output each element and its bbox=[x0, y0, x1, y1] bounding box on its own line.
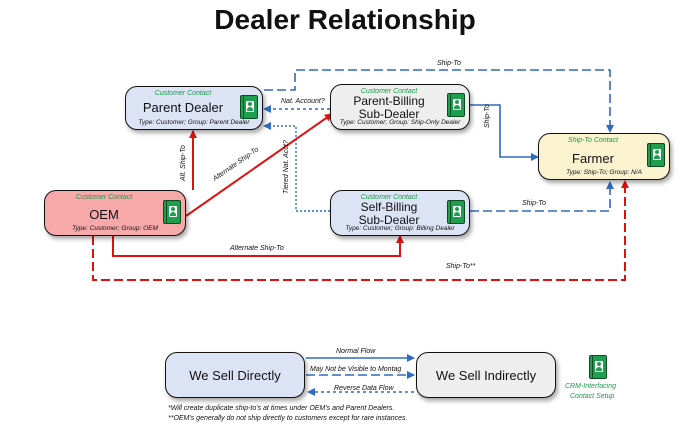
footnote-1: *Will create duplicate ship-to's at time… bbox=[168, 405, 395, 412]
node-name-line2: Sub-Dealer bbox=[358, 107, 420, 121]
contact-book-icon bbox=[240, 95, 258, 119]
edge-label-alt-ship-to-vert: Alt. Ship-To bbox=[180, 145, 187, 181]
node-tag: Customer Contact bbox=[360, 194, 418, 201]
edge-label-tiered-nat-acct: Tiered Nat. Acct? bbox=[283, 140, 290, 194]
node-parent-dealer: Customer Contact Parent Dealer Type: Cus… bbox=[125, 86, 263, 130]
node-oem: Customer Contact OEM Type: Customer; Gro… bbox=[44, 190, 186, 236]
edge-oem-to-selfbilling bbox=[112, 235, 404, 257]
edge-oem-to-farmer bbox=[92, 180, 629, 281]
edge-tiered-nat-acct bbox=[263, 122, 330, 212]
edge-label-alternate-ship-to-bottom: Alternate Ship-To bbox=[230, 245, 284, 252]
node-tag: Customer Contact bbox=[75, 194, 133, 201]
node-farmer: Ship-To Contact Farmer Type: Ship-To; Gr… bbox=[538, 133, 670, 180]
edge-oem-to-parentbilling bbox=[185, 113, 333, 217]
node-name-line2: Sub-Dealer bbox=[358, 213, 420, 227]
node-self-billing-subdealer: Customer Contact Self-Billing Sub-Dealer… bbox=[330, 190, 470, 236]
legend-label-normal-flow: Normal Flow bbox=[336, 348, 376, 355]
node-type: Type: Customer; Group: Parent Dealer bbox=[138, 119, 250, 126]
legend-direct-box: We Sell Directly bbox=[165, 352, 305, 398]
node-name: Parent Dealer bbox=[142, 100, 224, 115]
node-tag: Customer Contact bbox=[154, 90, 212, 97]
legend-label-not-visible: May Not be Visible to Montag bbox=[310, 366, 402, 373]
node-tag: Customer Contact bbox=[360, 88, 418, 95]
crm-label-line1: CRM-Interfacing bbox=[565, 383, 616, 390]
edge-label-ship-to-pb: Ship-To bbox=[484, 104, 491, 128]
footnote-2: **OEM's generally do not ship directly t… bbox=[168, 415, 408, 422]
edge-label-ship-to-sb: Ship-To bbox=[522, 200, 546, 207]
node-name-line1: Parent-Billing bbox=[353, 94, 425, 108]
diagram-title: Dealer Relationship bbox=[214, 4, 476, 35]
node-type: Type: Ship-To; Group: N/A bbox=[566, 169, 642, 176]
node-type: Type: Customer; Group: Billing Dealer bbox=[345, 225, 455, 232]
edge-selfbilling-to-farmer bbox=[470, 181, 614, 212]
node-name: Farmer bbox=[572, 151, 614, 166]
contact-book-icon bbox=[647, 143, 665, 167]
node-type: Type: Customer; Group: OEM bbox=[72, 225, 158, 232]
contact-book-icon bbox=[163, 200, 181, 224]
edge-label-nat-account: Nat. Account? bbox=[281, 98, 325, 105]
node-type: Type: Customer; Group: Ship-Only Dealer bbox=[339, 119, 461, 126]
edge-parent-to-farmer bbox=[264, 69, 614, 133]
contact-book-icon bbox=[447, 200, 465, 224]
node-parent-billing-subdealer: Customer Contact Parent-Billing Sub-Deal… bbox=[330, 84, 470, 130]
node-name-line1: Self-Billing bbox=[360, 200, 418, 214]
legend-indirect-box: We Sell Indirectly bbox=[416, 352, 556, 398]
edge-label-ship-to-oem: Ship-To** bbox=[446, 263, 476, 270]
crm-contact-book-icon bbox=[589, 355, 607, 379]
node-tag: Ship-To Contact bbox=[568, 137, 618, 144]
legend-label-reverse-flow: Reverse Data Flow bbox=[334, 385, 394, 392]
edge-parentbilling-to-farmer bbox=[470, 104, 539, 161]
contact-book-icon bbox=[447, 93, 465, 117]
crm-label-line2: Contact Setup bbox=[570, 393, 615, 400]
node-name: OEM bbox=[89, 207, 119, 222]
edge-label-ship-to-top: Ship-To bbox=[437, 60, 461, 67]
